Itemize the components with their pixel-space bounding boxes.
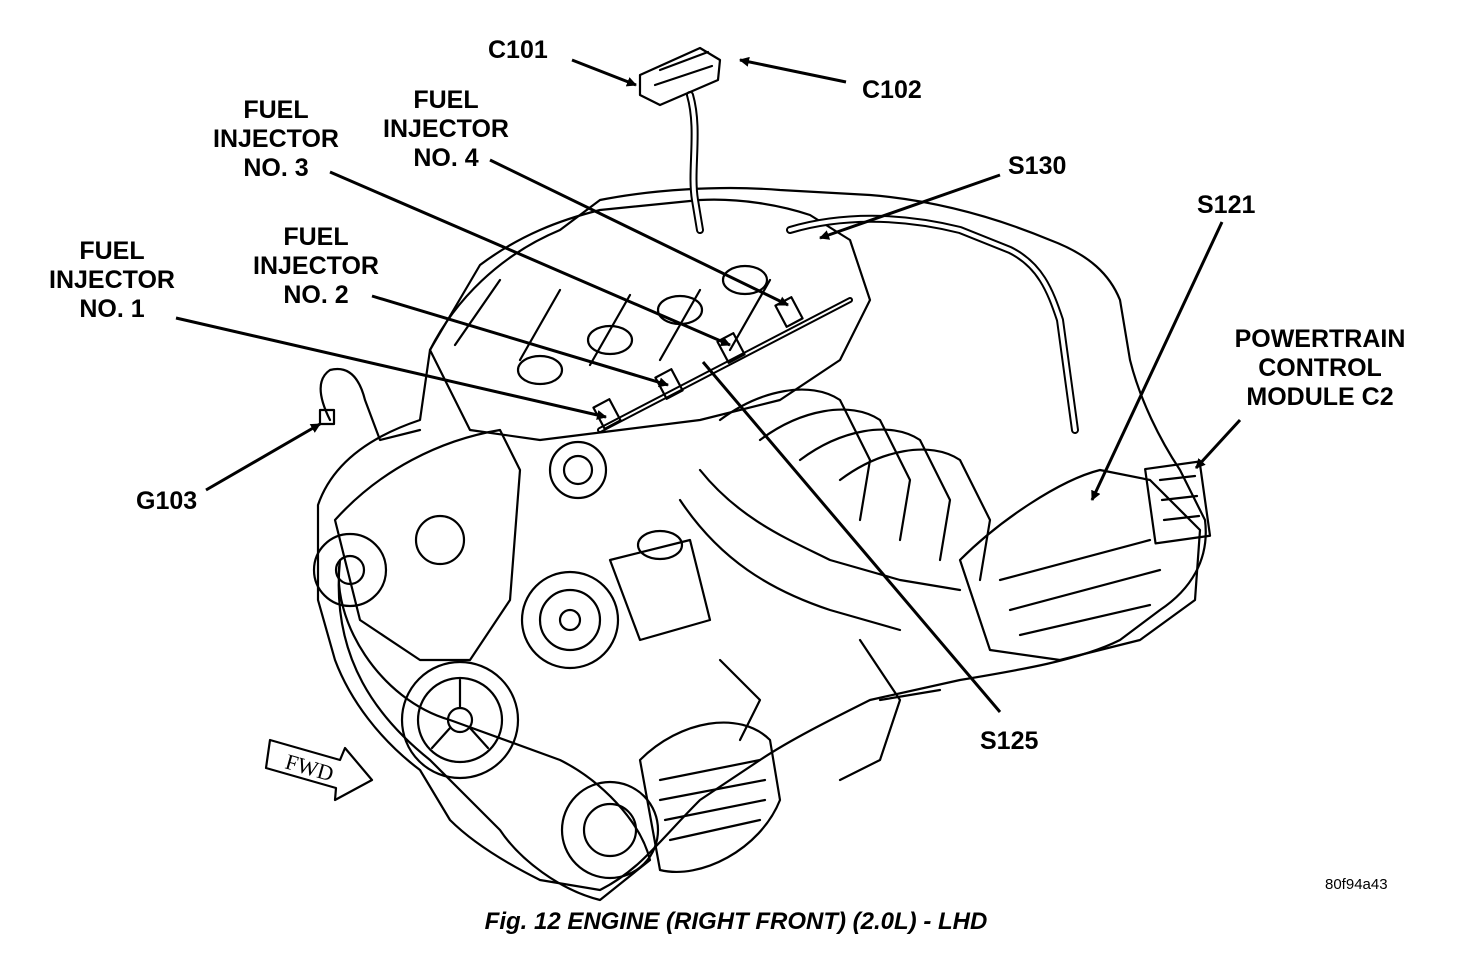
callout-line: FUEL: [243, 96, 309, 124]
leader-lines: [175, 56, 1242, 501]
callout-line: NO. 3: [243, 154, 309, 182]
callout-line: INJECTOR: [49, 266, 175, 294]
leader-c101: [571, 58, 637, 87]
leader-inj1: [175, 316, 607, 420]
callout-line: FUEL: [413, 86, 479, 114]
ac-compressor-pulley: [560, 780, 660, 880]
callout-powertrain-control-module: POWERTRAIN CONTROL MODULE C2: [1222, 325, 1418, 412]
leader-inj3: [329, 170, 731, 347]
callout-c102: C102: [862, 76, 922, 105]
callout-s130-text: S130: [1008, 152, 1067, 180]
water-pump-pulley: [312, 532, 388, 608]
leader-s130: [819, 173, 1001, 240]
leader-g103: [205, 422, 321, 492]
figure-caption: Fig. 12 ENGINE (RIGHT FRONT) (2.0L) - LH…: [484, 908, 988, 935]
pcm-connector: [1144, 460, 1212, 545]
callout-line: INJECTOR: [253, 252, 379, 280]
g103-ground-wire: [319, 367, 422, 442]
callout-s130: S130: [1008, 152, 1066, 181]
callout-line: FUEL: [79, 237, 145, 265]
head-ridge: [453, 278, 772, 367]
timing-cover: [333, 428, 522, 662]
callout-line: FUEL: [283, 223, 349, 251]
power-steering-reservoir: [608, 538, 712, 642]
compressor-body: [638, 721, 782, 873]
transaxle: [958, 468, 1202, 662]
callout-c102-text: C102: [862, 76, 922, 104]
callout-fuel-injector-1: FUEL INJECTOR NO. 1: [42, 237, 182, 324]
callout-c101: C101: [488, 36, 548, 65]
reference-code: 80f94a43: [1325, 876, 1388, 893]
leader-inj2: [371, 294, 669, 388]
c101-c102-connector: [638, 46, 722, 107]
leader-inj4: [489, 158, 789, 307]
callout-s125-text: S125: [980, 727, 1039, 755]
callout-line: NO. 2: [283, 281, 349, 309]
spark-plug-boots: [516, 264, 769, 386]
engine-block-outline: [316, 186, 1207, 892]
leader-pcm: [1194, 418, 1242, 470]
callout-s121: S121: [1197, 191, 1255, 220]
callout-fuel-injector-2: FUEL INJECTOR NO. 2: [246, 223, 386, 310]
callout-g103-text: G103: [136, 487, 198, 515]
intake-manifold: [678, 388, 992, 632]
accessory-belt: [337, 558, 652, 902]
crankshaft-pulley: [400, 660, 520, 780]
callout-line: CONTROL: [1258, 354, 1382, 382]
callout-line: MODULE C2: [1246, 383, 1394, 411]
callout-line: NO. 4: [413, 144, 479, 172]
callout-fuel-injector-4: FUEL INJECTOR NO. 4: [376, 86, 516, 173]
leader-c102: [739, 56, 847, 84]
power-steering-pulley: [520, 570, 620, 670]
idler-pulley: [414, 514, 466, 566]
callout-line: NO. 1: [79, 295, 145, 323]
callout-line: INJECTOR: [383, 115, 509, 143]
leader-s125: [701, 361, 1002, 713]
throttle-body: [548, 440, 608, 500]
callout-line: INJECTOR: [213, 125, 339, 153]
fwd-arrow: [264, 738, 374, 802]
callout-c101-text: C101: [488, 36, 548, 64]
leader-s121: [1090, 221, 1224, 501]
callout-line: POWERTRAIN: [1234, 325, 1406, 353]
callout-s121-text: S121: [1197, 191, 1256, 219]
callout-g103: G103: [136, 487, 197, 516]
callout-fuel-injector-3: FUEL INJECTOR NO. 3: [206, 96, 346, 183]
callout-s125: S125: [980, 727, 1038, 756]
cylinder-head: [428, 198, 872, 442]
